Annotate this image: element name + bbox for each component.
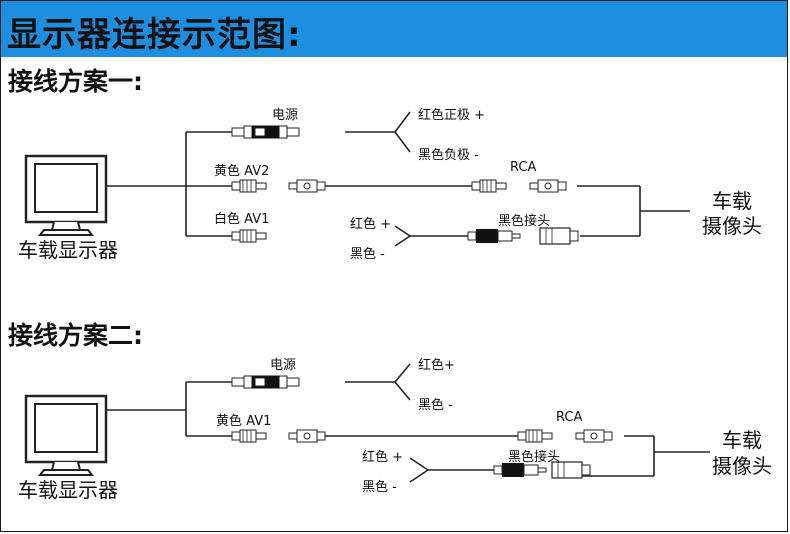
title-banner: 显示器连接示范图: xyxy=(1,1,787,57)
monitor-icon xyxy=(24,394,108,477)
black-wire-label: 黑色 - xyxy=(350,247,385,262)
dc-jack-icon xyxy=(539,227,579,245)
scheme-2-title: 接线方案二: xyxy=(8,321,143,350)
rca-plug-icon xyxy=(517,429,553,443)
red-wire-label: 红色 + xyxy=(362,450,404,465)
camera-label-line1: 车载 xyxy=(712,189,752,213)
black-negative-label: 黑色 - xyxy=(418,398,453,413)
black-negative-label: 黑色负极 - xyxy=(418,148,479,163)
rca-plug-icon xyxy=(231,429,267,443)
red-positive-label: 红色+ xyxy=(418,358,455,373)
rca-label: RCA xyxy=(510,160,537,175)
rca-socket-icon xyxy=(288,179,326,193)
camera-label-line2: 摄像头 xyxy=(702,214,762,238)
black-connector-label: 黑色接头 xyxy=(498,214,551,229)
scheme-1-diagram xyxy=(24,111,690,247)
rca-plug-icon xyxy=(231,179,267,193)
scheme-2-diagram xyxy=(24,363,710,483)
rca-socket-icon xyxy=(529,179,567,193)
rca-socket-icon xyxy=(575,429,613,443)
camera-label-line1: 车载 xyxy=(722,428,762,452)
rca-label: RCA xyxy=(556,410,583,425)
black-connector-label: 黑色接头 xyxy=(508,450,561,465)
rca-plug-icon xyxy=(231,229,267,243)
black-wire-label: 黑色 - xyxy=(362,480,397,495)
monitor-label: 车载显示器 xyxy=(18,478,118,502)
camera-label-line2: 摄像头 xyxy=(712,454,772,478)
scheme-1-title: 接线方案一: xyxy=(8,67,143,96)
power-label: 电源 xyxy=(272,108,299,123)
dc-plug-icon xyxy=(467,228,521,244)
page-title: 显示器连接示范图: xyxy=(7,15,302,55)
white-av-label: 白色 AV1 xyxy=(214,212,270,227)
power-label: 电源 xyxy=(270,358,297,373)
monitor-label: 车载显示器 xyxy=(18,238,118,262)
yellow-av-label: 黄色 AV2 xyxy=(214,164,270,179)
power-connector-icon xyxy=(254,125,300,139)
yellow-av-label: 黄色 AV1 xyxy=(216,414,272,429)
rca-socket-icon xyxy=(288,429,326,443)
power-connector-icon xyxy=(254,375,300,389)
monitor-icon xyxy=(24,154,108,237)
dc-plug-icon xyxy=(493,462,547,478)
red-positive-label: 红色正极 + xyxy=(418,108,486,123)
red-wire-label: 红色 + xyxy=(350,217,392,232)
rca-plug-icon xyxy=(471,179,507,193)
